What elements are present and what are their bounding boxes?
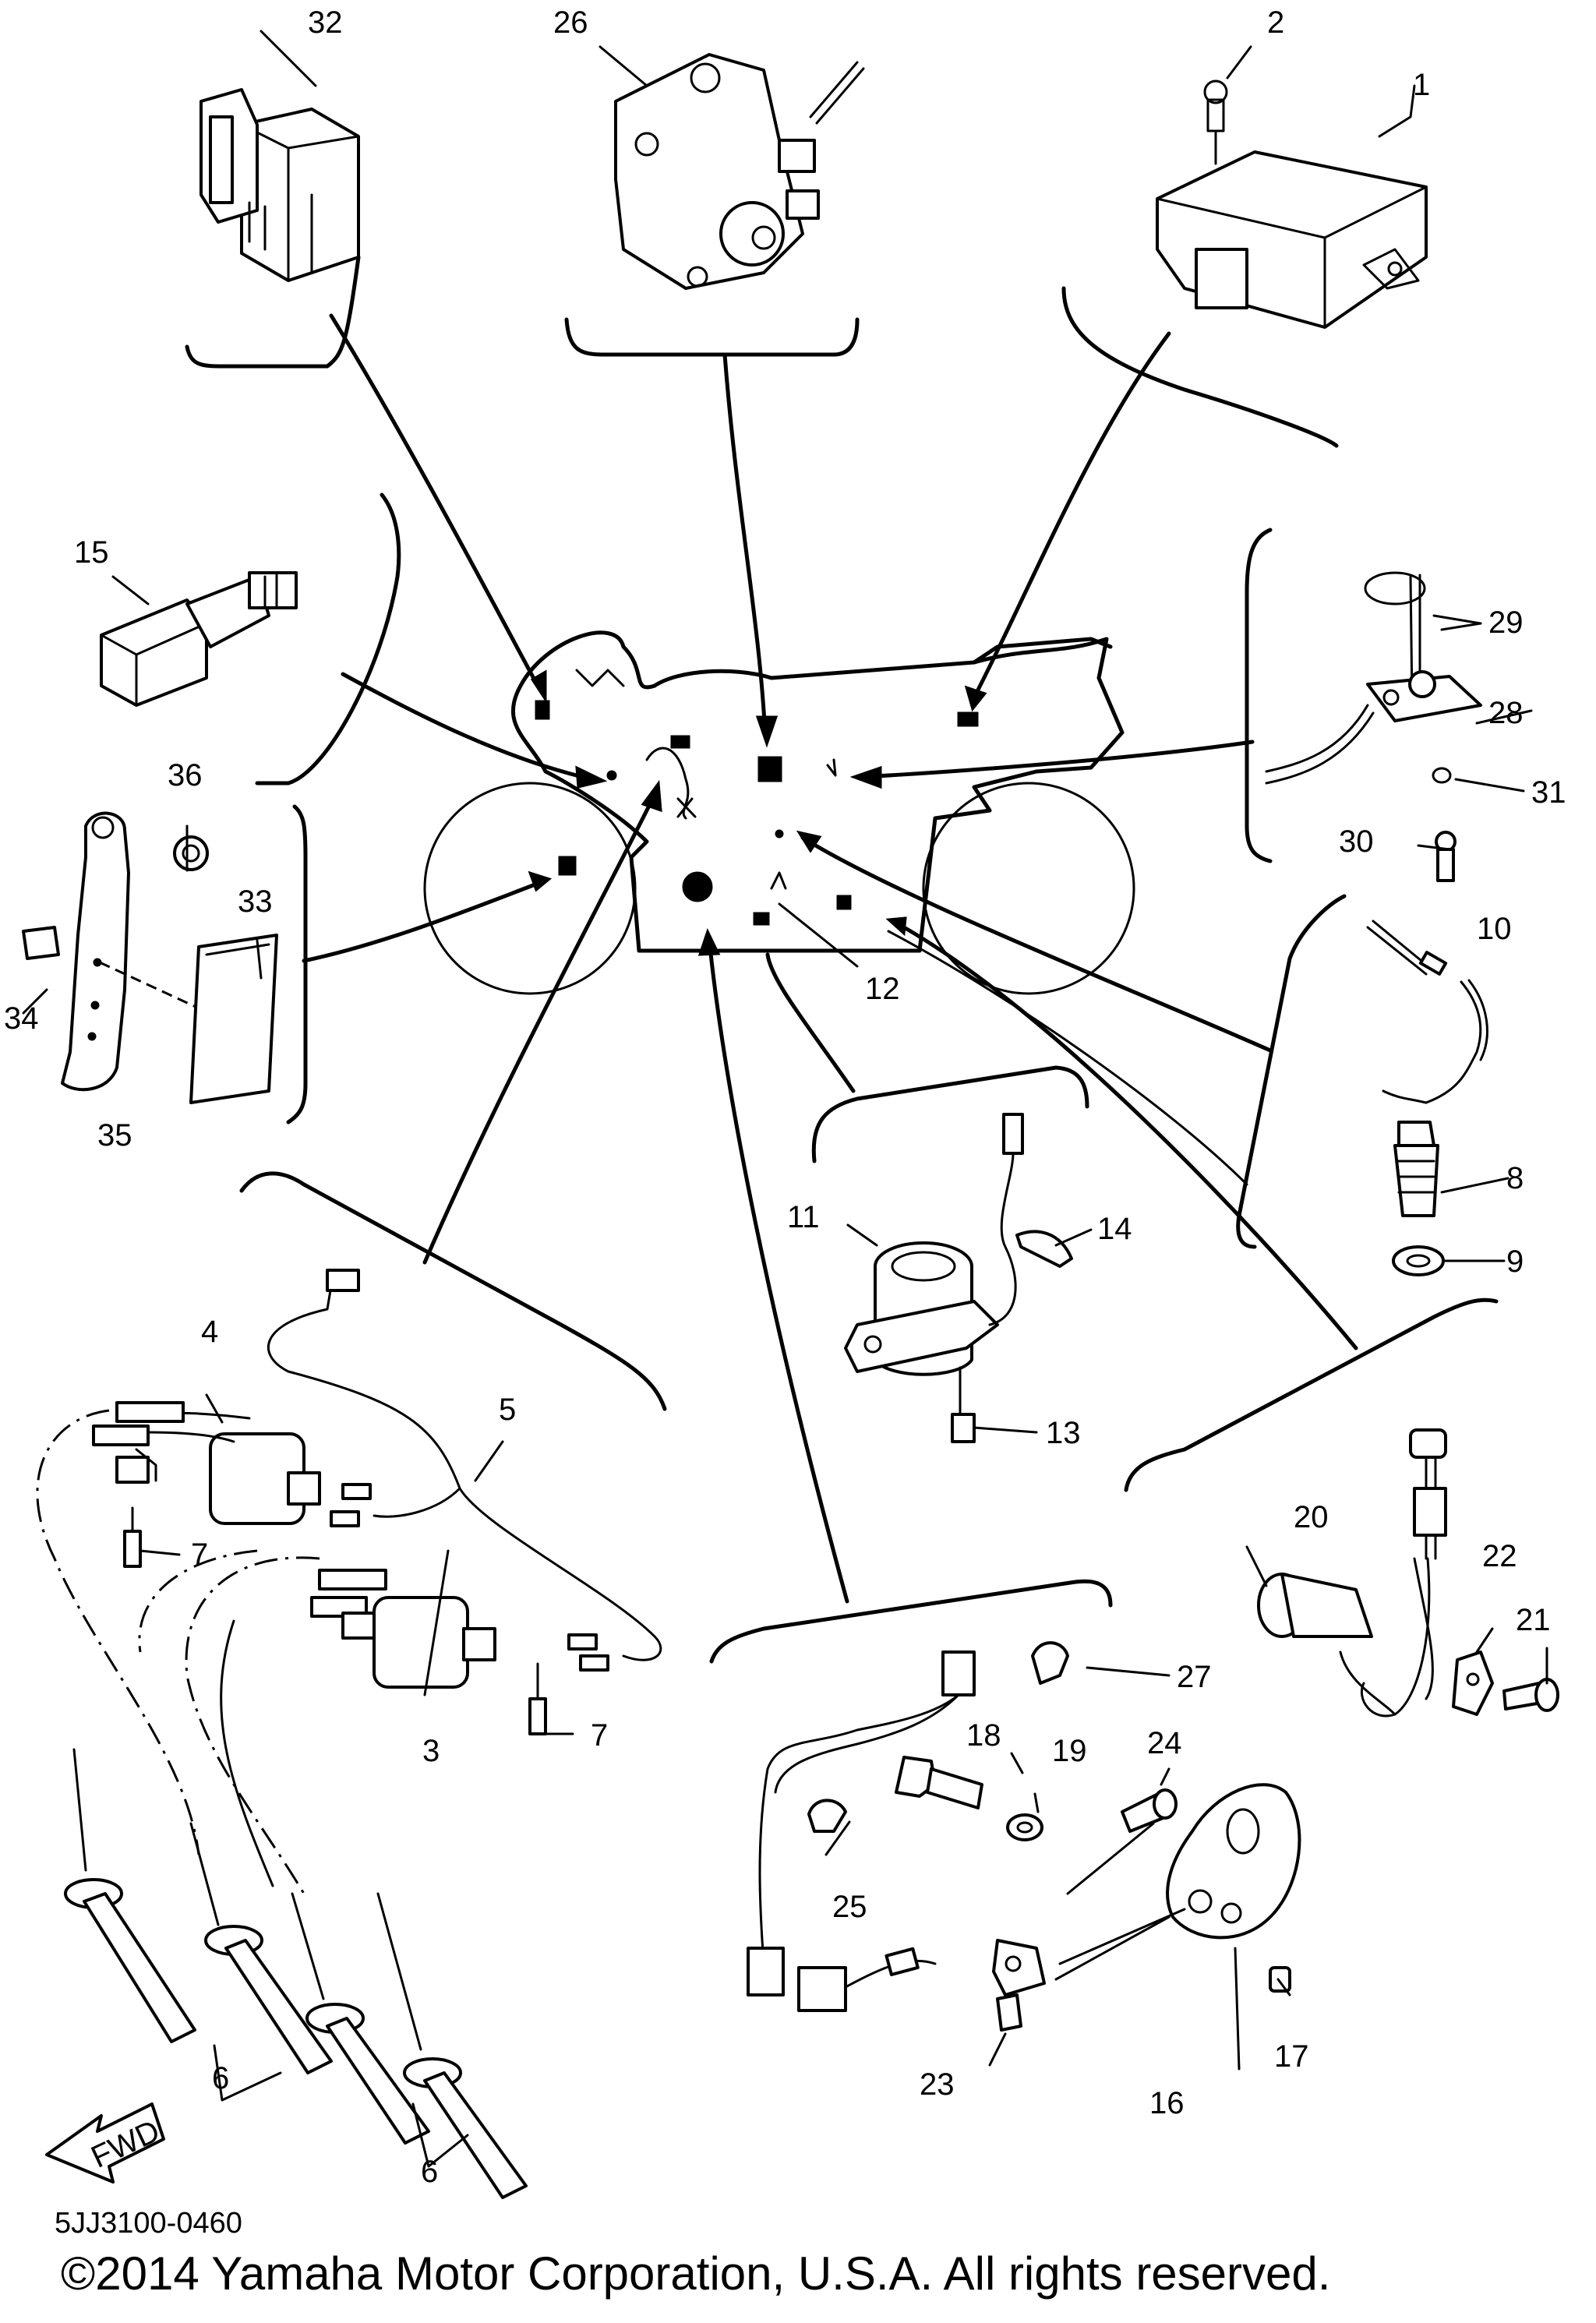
callout-20: 20	[1294, 1500, 1329, 1534]
callout-10: 10	[1477, 912, 1512, 946]
callout-9: 9	[1506, 1244, 1524, 1279]
callout-15: 15	[74, 535, 109, 570]
callout-1: 1	[1413, 68, 1430, 102]
callout-34: 34	[4, 1001, 39, 1036]
plug-cap-2	[189, 1822, 333, 2074]
callout-8: 8	[1506, 1161, 1524, 1195]
callout-14: 14	[1097, 1212, 1132, 1246]
callout-28: 28	[1488, 696, 1524, 730]
plug-cap-1	[64, 1748, 196, 2043]
callout-36: 36	[168, 758, 203, 793]
diagram-code: 5JJ3100-0460	[55, 2207, 242, 2240]
plug-cap-4	[376, 1892, 528, 2199]
callout-24: 24	[1147, 1726, 1182, 1760]
relay-part-32	[200, 30, 360, 282]
callout-13: 13	[1046, 1416, 1081, 1450]
callout-35: 35	[97, 1118, 132, 1153]
motorcycle-outline	[423, 630, 1135, 995]
callout-17: 17	[1274, 2039, 1309, 2074]
pickup-coil-parts-16-27	[747, 1641, 1301, 2032]
leader-lines	[302, 313, 1358, 1604]
callout-16: 16	[1149, 2086, 1185, 2120]
ecu-unit-part-1	[1156, 45, 1428, 329]
callout-6b: 6	[421, 2155, 438, 2189]
ignition-coils-parts-3-7	[92, 1269, 662, 1735]
callout-2: 2	[1267, 5, 1284, 40]
callout-7b: 7	[591, 1718, 608, 1753]
group-brackets	[185, 255, 1499, 1664]
bracket-assembly-parts-33-36	[22, 811, 278, 1104]
callout-31: 31	[1531, 775, 1566, 810]
callout-19: 19	[1052, 1734, 1087, 1768]
callout-leaders	[139, 622, 1548, 2071]
callout-32: 32	[308, 5, 343, 40]
callout-6a: 6	[212, 2061, 229, 2095]
callout-30: 30	[1339, 824, 1374, 859]
plug-cap-3	[291, 1892, 430, 2145]
callout-27: 27	[1177, 1660, 1212, 1694]
callout-7a: 7	[191, 1537, 208, 1572]
neutral-switch-parts-8-10	[1366, 920, 1488, 1276]
callout-11: 11	[787, 1200, 820, 1234]
callout-18: 18	[966, 1718, 1001, 1753]
callout-26: 26	[553, 5, 588, 40]
callout-3: 3	[422, 1734, 440, 1768]
callout-23: 23	[920, 2067, 955, 2102]
callout-5: 5	[499, 1393, 516, 1427]
starter-relay-part-26	[598, 45, 865, 290]
sensor-part-15	[100, 571, 298, 707]
fwd-arrow-icon: FWD	[45, 2102, 165, 2184]
copyright-notice: ©2014 Yamaha Motor Corporation, U.S.A. A…	[61, 2247, 1331, 2300]
plug-leads-part-6	[36, 1409, 528, 2199]
callout-21: 21	[1516, 1603, 1551, 1637]
callout-4: 4	[201, 1315, 218, 1349]
switch-assembly-parts-28-31	[1265, 571, 1482, 882]
callout-33: 33	[238, 884, 273, 919]
callout-22: 22	[1482, 1539, 1517, 1573]
callout-25: 25	[832, 1890, 867, 1924]
callout-numbers: 1 2 3 4 5 6 6 7 7 8 9 10 11 12 13 14 15 …	[4, 5, 1566, 2189]
callout-12: 12	[865, 972, 900, 1006]
pump-parts-11-13-14	[844, 1113, 1073, 1443]
callout-29: 29	[1488, 605, 1524, 640]
